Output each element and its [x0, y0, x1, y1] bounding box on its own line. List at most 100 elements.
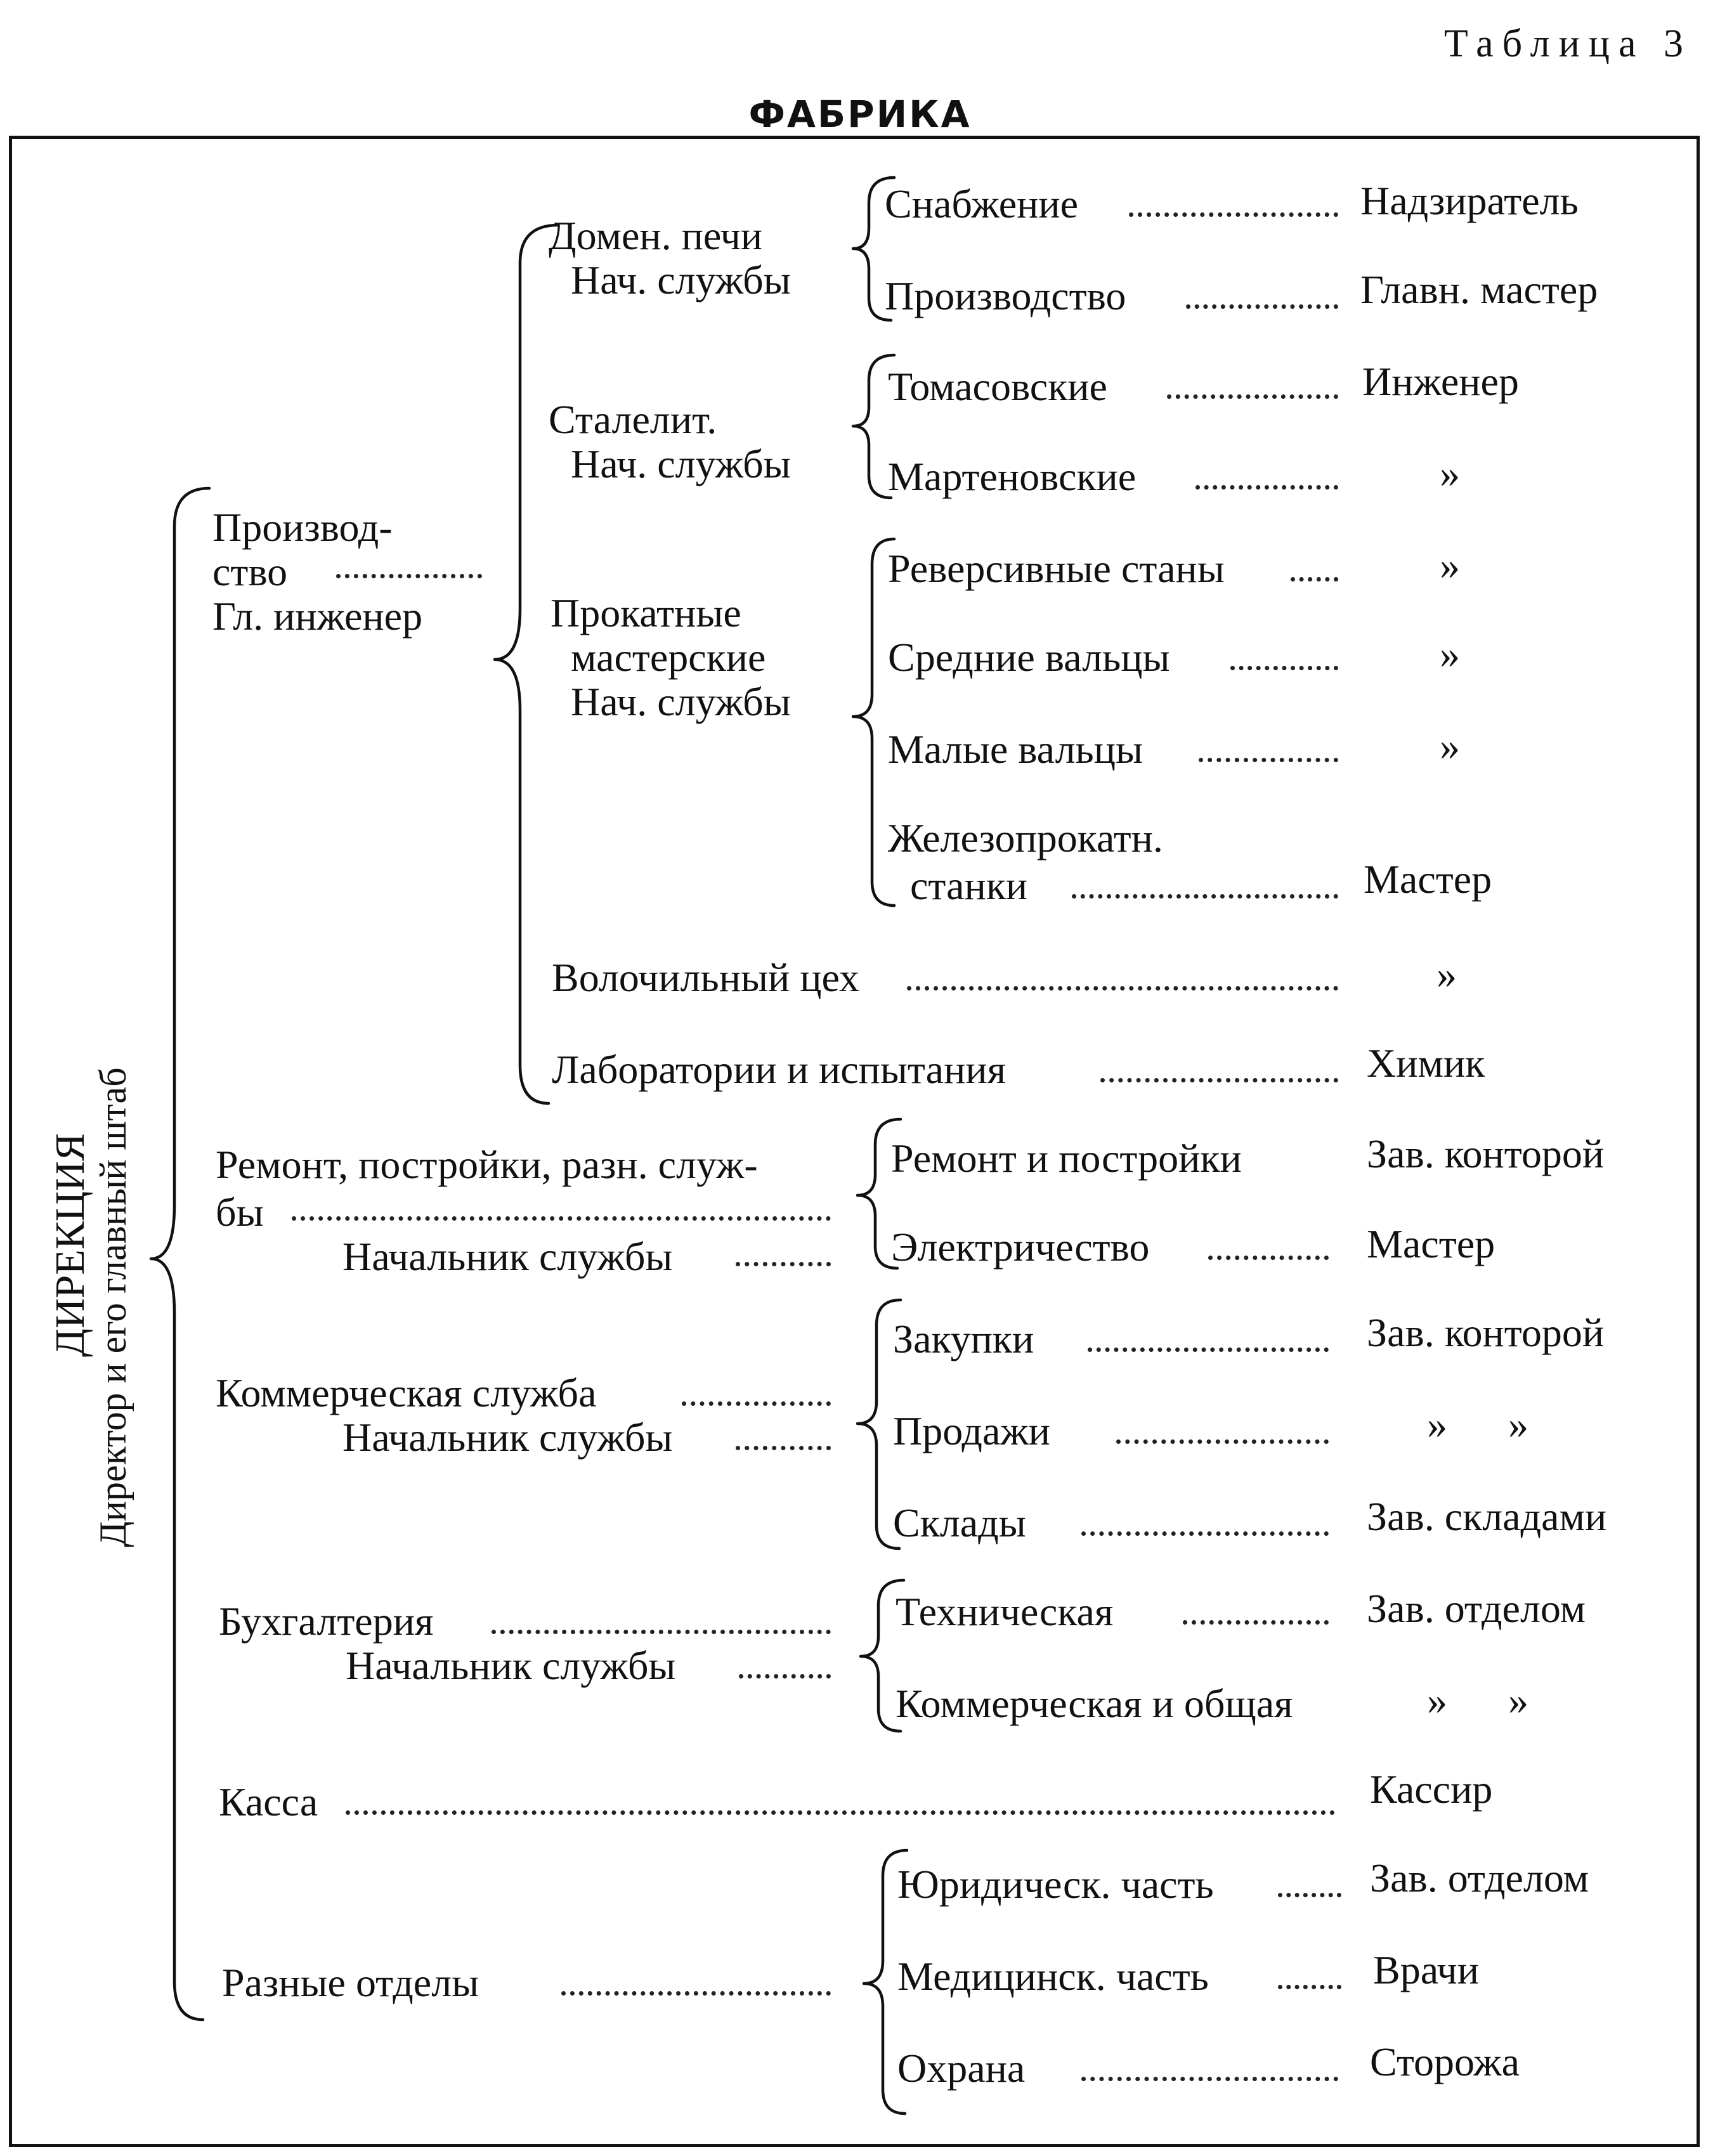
item-name: Производство: [885, 273, 1126, 318]
item-role: Сторожа: [1370, 2039, 1520, 2084]
rolling-head: Нач. службы: [571, 679, 791, 724]
dot-leader: [1208, 1256, 1329, 1260]
brace-accounting: [859, 1578, 906, 1733]
item-role: Мастер: [1367, 1221, 1495, 1266]
dot-leader: [1116, 1439, 1329, 1444]
item-name: Юридическ. часть: [897, 1862, 1214, 1907]
dot-leader: [336, 574, 482, 578]
dot-leader: [1072, 894, 1338, 899]
dot-leader: [736, 1262, 831, 1266]
blast-furnaces-head: Нач. службы: [571, 257, 791, 302]
directorate-subtitle: Директор и его главный штаб: [92, 1067, 134, 1547]
rolling-line2: мастерские: [571, 635, 766, 680]
misc-name: Разные отделы: [222, 1960, 479, 2005]
brace-blast-furnaces: [851, 176, 896, 322]
brace-steel-casting: [851, 353, 896, 500]
steel-casting-name: Сталелит.: [549, 397, 717, 442]
dot-leader: [1088, 1348, 1329, 1352]
dot-leader: [1167, 394, 1338, 399]
item-role: »: [1440, 632, 1460, 677]
item-name: Малые вальцы: [888, 727, 1143, 772]
dot-leader: [1100, 1078, 1338, 1082]
dot-leader: [561, 1991, 831, 1996]
production-head: Гл. инженер: [212, 594, 423, 639]
dot-leader: [1183, 1620, 1329, 1625]
table-frame: [9, 136, 1700, 2147]
directorate-title: ДИРЕКЦИЯ: [47, 1133, 93, 1357]
labs-name: Лаборатории и испытания: [552, 1047, 1006, 1092]
item-role: Зав. отделом: [1370, 1855, 1589, 1900]
blast-furnaces-name: Домен. печи: [549, 213, 763, 258]
item-role: » »: [1427, 1402, 1528, 1447]
brace-misc: [862, 1848, 909, 2115]
item-role: » »: [1427, 1678, 1528, 1723]
production-line2: ство: [212, 549, 288, 594]
item-name: Ремонт и постройки: [891, 1136, 1242, 1181]
dot-leader: [346, 1810, 1335, 1815]
dot-leader: [1278, 1985, 1341, 1989]
wire-drawing-role: »: [1437, 952, 1457, 997]
dot-leader: [1230, 666, 1338, 670]
dot-leader: [739, 1674, 831, 1679]
repair-line1: Ремонт, постройки, разн. служ-: [216, 1142, 758, 1187]
item-role: Инженер: [1362, 359, 1519, 404]
dot-leader: [736, 1446, 831, 1450]
item-name: Мартеновские: [888, 454, 1137, 499]
dot-leader: [292, 1216, 831, 1221]
item-name: Техническая: [896, 1589, 1114, 1634]
item-role: Надзиратель: [1360, 178, 1579, 223]
item-role: Зав. складами: [1367, 1494, 1607, 1539]
production-line1: Производ-: [212, 505, 393, 550]
cash-name: Касса: [219, 1779, 318, 1824]
cash-role: Кассир: [1370, 1767, 1493, 1812]
item-role: Зав. отделом: [1367, 1586, 1586, 1631]
brace-production: [493, 223, 560, 1105]
brace-rolling: [851, 537, 896, 907]
brace-commerce: [856, 1298, 902, 1550]
repair-head: Начальник службы: [342, 1234, 673, 1279]
dot-leader: [1278, 1893, 1341, 1897]
dot-leader: [1186, 304, 1338, 309]
dot-leader: [1196, 485, 1338, 490]
table-number-label: Таблица 3: [1443, 22, 1692, 65]
item-name: Склады: [893, 1500, 1026, 1545]
commerce-head: Начальник службы: [342, 1415, 673, 1460]
item-role: Главн. мастер: [1360, 267, 1598, 312]
dot-leader: [1199, 758, 1338, 762]
item-name: Электричество: [891, 1224, 1150, 1270]
dot-leader: [492, 1630, 831, 1634]
item-name: Продажи: [893, 1408, 1050, 1453]
wire-drawing-name: Волочильный цех: [552, 955, 859, 1000]
accounting-name: Бухгалтерия: [219, 1599, 434, 1644]
item-role: Врачи: [1373, 1947, 1479, 1992]
item-role: »: [1440, 543, 1460, 588]
item-name: Закупки: [893, 1316, 1034, 1361]
item-role: Мастер: [1364, 857, 1492, 902]
item-name: Медицинск. часть: [897, 1954, 1209, 1999]
item-name: Коммерческая и общая: [896, 1681, 1293, 1726]
commerce-name: Коммерческая служба: [216, 1370, 597, 1415]
item-name: Средние вальцы: [888, 635, 1170, 680]
item-role: Зав. конторой: [1367, 1310, 1605, 1355]
rolling-line1: Прокатные: [551, 590, 741, 635]
accounting-head: Начальник службы: [346, 1643, 676, 1688]
item-role: »: [1440, 724, 1460, 769]
dot-leader: [907, 986, 1338, 990]
steel-casting-head: Нач. службы: [571, 441, 791, 486]
dot-leader: [682, 1401, 831, 1406]
item-name: Железопрокатн.: [888, 815, 1163, 860]
labs-role: Химик: [1367, 1041, 1485, 1086]
brace-repair: [856, 1117, 902, 1270]
item-name: Охрана: [897, 2046, 1026, 2091]
item-name: станки: [910, 863, 1028, 908]
item-role: Зав. конторой: [1367, 1131, 1605, 1176]
dot-leader: [1081, 1531, 1329, 1536]
item-name: Реверсивные станы: [888, 546, 1225, 591]
item-name: Снабжение: [885, 181, 1078, 226]
dot-leader: [1081, 2077, 1338, 2081]
item-name: Томасовские: [888, 364, 1107, 409]
brace-directorate: [149, 486, 211, 2022]
dot-leader: [1129, 212, 1338, 217]
